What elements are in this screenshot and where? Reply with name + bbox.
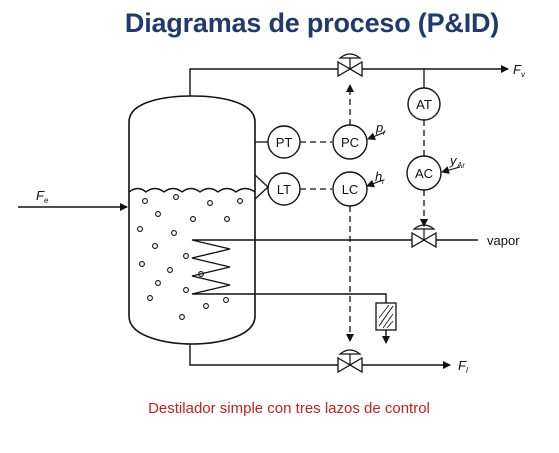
liquid-outlet-line: F l bbox=[189, 344, 468, 375]
vapor-bubbles bbox=[137, 194, 243, 320]
liquid-out-label-sub: l bbox=[466, 366, 468, 375]
distillation-vessel bbox=[128, 95, 256, 345]
pressure-control-valve bbox=[337, 53, 363, 78]
heating-coil bbox=[191, 239, 255, 295]
vapor-out-label: F bbox=[513, 62, 522, 77]
pressure-setpoint-sub: r bbox=[383, 128, 386, 137]
at-instrument: AT bbox=[407, 87, 441, 121]
composition-setpoint-sub: Ar bbox=[456, 161, 465, 170]
figure-caption: Destilador simple con tres lazos de cont… bbox=[148, 400, 430, 417]
pt-tag: PT bbox=[276, 135, 293, 150]
steam-trap bbox=[255, 293, 397, 344]
vapor-out-label-sub: v bbox=[521, 70, 526, 79]
vapor-outlet-line: F v bbox=[189, 62, 526, 96]
feed-label: F bbox=[36, 188, 45, 203]
page-title: Diagramas de proceso (P&ID) bbox=[124, 8, 500, 38]
liquid-out-label: F bbox=[458, 358, 467, 373]
pc-tag: PC bbox=[341, 135, 359, 150]
composition-loop: y Ar bbox=[420, 69, 465, 227]
vessel-shell bbox=[128, 95, 256, 345]
ac-tag: AC bbox=[415, 166, 433, 181]
liquid-level-line bbox=[128, 187, 256, 193]
lt-instrument: LT bbox=[267, 172, 301, 206]
pressure-setpoint-label: p bbox=[375, 120, 383, 135]
feed-label-sub: e bbox=[44, 196, 49, 205]
lc-tag: LC bbox=[342, 182, 359, 197]
composition-setpoint-label: y bbox=[449, 153, 458, 168]
ac-instrument: AC bbox=[406, 155, 442, 191]
pressure-loop: p r bbox=[255, 84, 386, 143]
level-setpoint-sub: r bbox=[382, 177, 385, 186]
feed-stream: F e bbox=[18, 188, 128, 211]
steam-label: vapor bbox=[487, 233, 520, 248]
steam-line: vapor bbox=[255, 233, 520, 248]
lt-tag: LT bbox=[277, 182, 291, 197]
level-control-valve bbox=[337, 349, 363, 374]
pt-instrument: PT bbox=[267, 125, 301, 159]
pc-instrument: PC bbox=[332, 124, 368, 160]
level-setpoint-label: h bbox=[375, 169, 382, 184]
lc-instrument: LC bbox=[332, 171, 368, 207]
steam-control-valve bbox=[411, 224, 437, 249]
at-tag: AT bbox=[416, 97, 432, 112]
